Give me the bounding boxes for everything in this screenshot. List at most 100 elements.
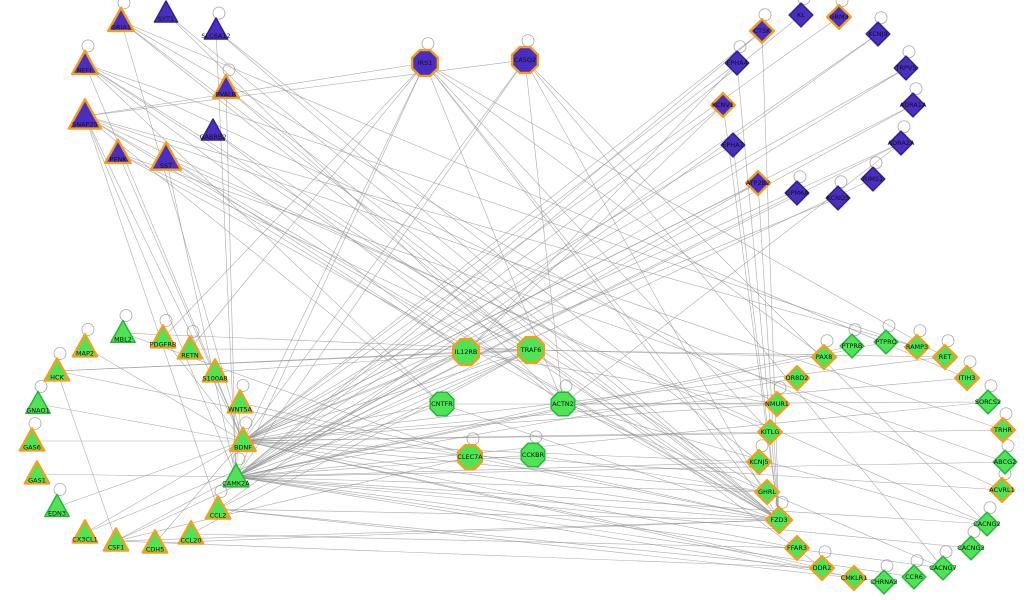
node-sorcs2[interactable] xyxy=(975,389,1001,415)
node-ret[interactable] xyxy=(932,344,958,370)
node-gria1[interactable] xyxy=(106,6,136,33)
node-s100a8[interactable] xyxy=(201,358,229,383)
node-pax8[interactable] xyxy=(811,344,837,370)
node-nmur1[interactable] xyxy=(764,391,790,417)
node-cmklr1[interactable] xyxy=(841,565,867,591)
node-snap25[interactable] xyxy=(67,97,103,130)
node-traf6[interactable] xyxy=(516,335,546,365)
node-ramp3[interactable] xyxy=(904,334,930,360)
edge-ccl2-cmklr1 xyxy=(217,508,855,579)
node-hck[interactable] xyxy=(43,357,71,382)
edge-camk2a-kcnj5 xyxy=(235,461,760,478)
node-gas6[interactable] xyxy=(18,427,46,452)
node-kitlg[interactable] xyxy=(757,419,783,445)
node-camk2a[interactable] xyxy=(222,463,250,488)
node-gas1[interactable] xyxy=(23,460,51,485)
node-slc6a12[interactable] xyxy=(203,17,229,40)
node-map2[interactable] xyxy=(71,333,99,358)
node-edn3[interactable] xyxy=(44,493,70,518)
node-epha7[interactable] xyxy=(720,132,746,158)
edge-camk2a-ghrl xyxy=(235,476,768,493)
node-cntfr[interactable] xyxy=(429,391,455,417)
node-mbl2[interactable] xyxy=(110,319,136,344)
node-nefl[interactable] xyxy=(70,49,100,76)
node-ccr6[interactable] xyxy=(901,564,927,590)
node-wnt5a[interactable] xyxy=(226,389,254,414)
node-abcg2[interactable] xyxy=(992,449,1018,475)
self-loops-layer xyxy=(28,0,1015,573)
edge-penk-abcg2 xyxy=(117,152,1006,463)
node-ffar3[interactable] xyxy=(784,535,810,561)
node-ccl2[interactable] xyxy=(204,495,232,520)
edge-gria1-fzd3 xyxy=(120,20,780,521)
node-clec7a[interactable] xyxy=(457,444,483,470)
node-kcnj5[interactable] xyxy=(746,449,772,475)
node-grm3[interactable] xyxy=(826,3,852,30)
node-adra1a[interactable] xyxy=(900,92,926,118)
self-loop-wnt5a xyxy=(236,379,250,392)
node-cckbr[interactable] xyxy=(520,442,546,468)
node-atp2b2[interactable] xyxy=(745,169,771,197)
node-sst[interactable] xyxy=(149,141,183,171)
node-gabrb2[interactable] xyxy=(200,118,226,141)
self-loop-rims1 xyxy=(869,156,883,170)
node-cacng7[interactable] xyxy=(930,555,956,581)
node-pdgfrb[interactable] xyxy=(149,324,177,349)
node-kcnq5[interactable] xyxy=(825,185,851,211)
node-syt1[interactable] xyxy=(153,0,179,23)
node-cx3cl1[interactable] xyxy=(71,519,99,544)
node-penk[interactable] xyxy=(103,138,133,165)
edge-irs1-pax8 xyxy=(424,62,825,358)
node-ccl20[interactable] xyxy=(177,520,205,545)
edge-casq2-fzd3 xyxy=(524,59,780,521)
edge-slc6a12-kcnj5 xyxy=(215,29,760,463)
node-ddr2[interactable] xyxy=(809,555,835,581)
node-itih3[interactable] xyxy=(954,365,980,391)
edge-casq2-cacng2 xyxy=(524,59,988,525)
node-il12rb[interactable] xyxy=(451,337,481,367)
edge-syt1-actn2 xyxy=(165,12,564,405)
node-casq2[interactable] xyxy=(510,45,540,75)
node-irs1[interactable] xyxy=(410,48,440,78)
node-gnao1[interactable] xyxy=(25,390,51,415)
edge-casq2-cacng7 xyxy=(524,59,944,569)
node-fzd3[interactable] xyxy=(764,505,794,535)
node-actn2[interactable] xyxy=(550,391,576,417)
node-kcnv1[interactable] xyxy=(710,91,736,119)
node-or8d2[interactable] xyxy=(784,365,810,391)
node-kcnj9[interactable] xyxy=(865,21,891,47)
self-loop-adra1a xyxy=(909,82,923,96)
edge-irs1-kitlg xyxy=(424,62,771,433)
edge-actn2-cacng2 xyxy=(562,403,988,525)
edge-cckbr-ghrl xyxy=(532,454,768,493)
node-trpv5[interactable] xyxy=(893,55,919,81)
node-cdh5[interactable] xyxy=(141,529,169,554)
node-cacng2[interactable] xyxy=(974,511,1000,537)
edge-camk2a-cacng7 xyxy=(235,476,944,569)
node-kl[interactable] xyxy=(788,2,814,28)
node-adra2a[interactable] xyxy=(888,130,914,156)
node-retn[interactable] xyxy=(176,335,204,360)
edge-gria1-itih3 xyxy=(120,20,968,379)
node-cacng3[interactable] xyxy=(958,535,984,561)
node-trhr[interactable] xyxy=(990,417,1016,443)
edge-pvalb-traf6 xyxy=(225,87,532,351)
node-gpm6a[interactable] xyxy=(784,180,810,206)
node-acvrl1[interactable] xyxy=(989,477,1015,503)
node-epha4[interactable] xyxy=(724,50,750,76)
node-rims1[interactable] xyxy=(860,166,886,192)
edge-gria1-traf6 xyxy=(120,20,532,351)
edge-kcnv1-camk2a xyxy=(235,104,724,478)
node-ghrl[interactable] xyxy=(754,479,780,505)
node-ptpro[interactable] xyxy=(873,329,899,355)
node-chrna3[interactable] xyxy=(871,569,897,595)
node-csf1[interactable] xyxy=(102,527,130,552)
node-ctsk[interactable] xyxy=(749,18,775,44)
node-ptprb[interactable] xyxy=(839,333,865,359)
self-loop-cacng3 xyxy=(967,525,981,539)
node-pvalb[interactable] xyxy=(211,73,241,100)
node-bdnf[interactable] xyxy=(228,426,258,453)
self-loop-ccl2 xyxy=(214,485,228,498)
edge-bdnf-cdh5 xyxy=(154,440,244,544)
edges-layer xyxy=(32,12,1006,583)
